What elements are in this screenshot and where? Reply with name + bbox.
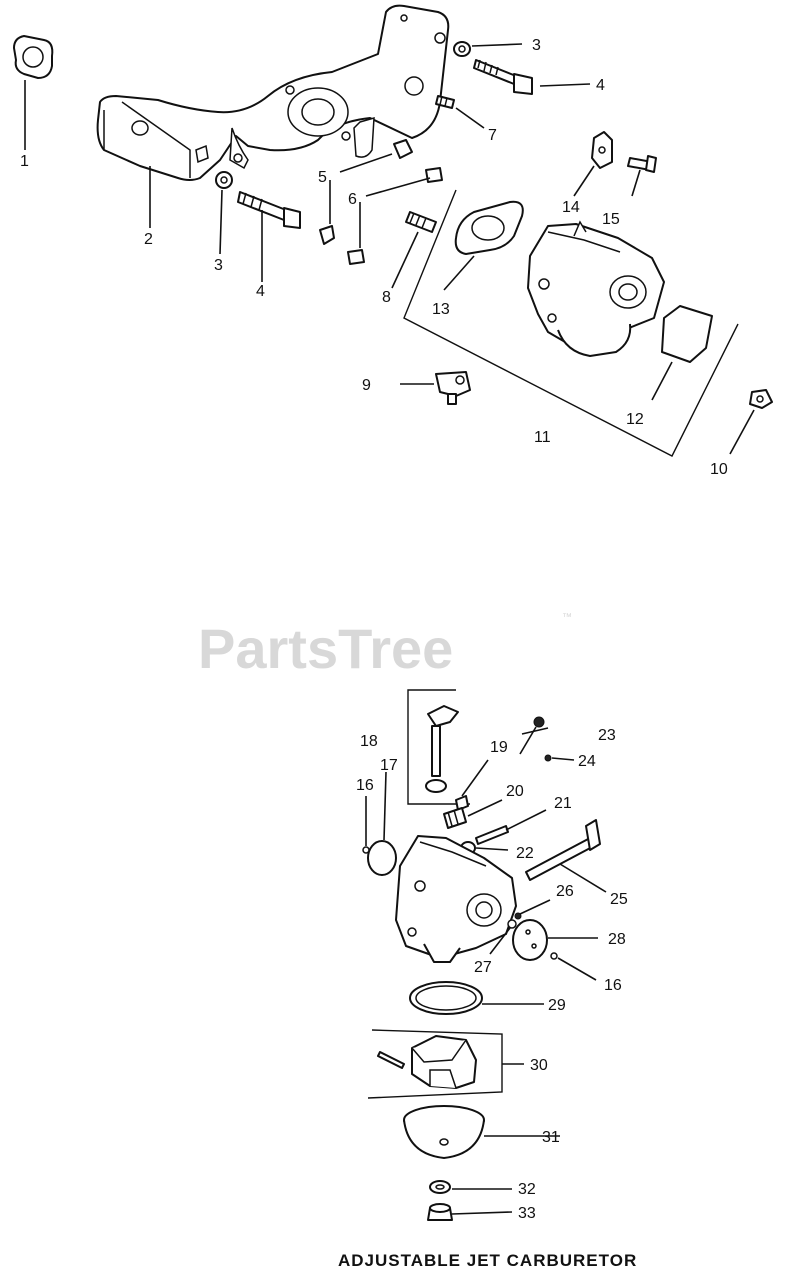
callout-1: 1: [20, 153, 29, 170]
callout-31: 31: [542, 1129, 560, 1146]
part-31-float-bowl: [403, 1105, 485, 1159]
carburetor-top: [527, 220, 665, 357]
part-9-fitting: [435, 371, 471, 405]
part-32-washer: [429, 1180, 451, 1194]
part-15-screw: [627, 155, 657, 173]
callout-11: 11: [534, 429, 551, 446]
part-8-stud: [405, 211, 437, 233]
part-4-bolt-upper: [473, 59, 533, 95]
part-11-group-bracket: [403, 189, 739, 457]
callout-12: 12: [626, 411, 644, 428]
part-7-stud: [435, 95, 455, 109]
callout-5: 5: [318, 169, 327, 186]
part-18-group-bracket: [407, 689, 470, 805]
part-16-screw-left: [362, 846, 370, 854]
callout-4-lower: 4: [256, 283, 265, 300]
callout-8: 8: [382, 289, 391, 306]
part-17-plate: [367, 840, 397, 876]
part-29-gasket-ring: [409, 981, 483, 1015]
callout-18: 18: [360, 733, 378, 750]
callout-33: 33: [518, 1205, 536, 1222]
callout-20: 20: [506, 783, 524, 800]
callout-32: 32: [518, 1181, 536, 1198]
part-4-bolt-lower: [237, 191, 301, 229]
callout-16-right: 16: [604, 977, 622, 994]
callout-24: 24: [578, 753, 596, 770]
callout-3-upper: 3: [532, 37, 541, 54]
part-5-bracket: [319, 139, 413, 245]
part-14-clip: [591, 131, 613, 169]
part-6-screw: [347, 167, 443, 265]
part-28-throttle-plate: [512, 919, 548, 961]
callout-15: 15: [602, 211, 620, 228]
callout-2: 2: [144, 231, 153, 248]
callout-23: 23: [598, 727, 616, 744]
part-2-intake-manifold: [96, 4, 450, 181]
callout-7: 7: [488, 127, 497, 144]
callout-9: 9: [362, 377, 371, 394]
part-33-bowl-nut: [427, 1203, 453, 1221]
callout-22: 22: [516, 845, 534, 862]
part-26-washer: [514, 912, 522, 920]
callout-4-upper: 4: [596, 77, 605, 94]
callout-14: 14: [562, 199, 580, 216]
part-12-gasket: [661, 305, 713, 363]
callout-25: 25: [610, 891, 628, 908]
part-20-spring: [443, 807, 467, 829]
part-30-float: [377, 1035, 477, 1089]
part-24-spring: [544, 754, 552, 762]
leaders-lower: [365, 727, 607, 1215]
part-19-seat: [455, 795, 469, 811]
part-27-spring: [507, 919, 517, 929]
callout-30: 30: [530, 1057, 548, 1074]
callout-16-left: 16: [356, 777, 374, 794]
leaders-top: [24, 43, 755, 455]
callout-6: 6: [348, 191, 357, 208]
callout-29: 29: [548, 997, 566, 1014]
part-21-pin: [475, 825, 509, 845]
part-13-gasket: [454, 200, 524, 255]
part-3-washer-upper: [453, 41, 471, 57]
watermark: PartsTree: [198, 617, 453, 680]
callout-13: 13: [432, 301, 450, 318]
callout-21: 21: [554, 795, 572, 812]
part-30-group-bracket: [367, 1029, 503, 1099]
part-18-needle-valve: [425, 705, 459, 793]
callout-17: 17: [380, 757, 398, 774]
callout-26: 26: [556, 883, 574, 900]
part-10-nut: [749, 389, 773, 409]
part-25-throttle-shaft: [525, 819, 601, 881]
carburetor-body: [395, 835, 517, 963]
callout-19: 19: [490, 739, 508, 756]
callout-10: 10: [710, 461, 728, 478]
part-23-screw: [519, 716, 545, 755]
callout-labels: 1 2 3 4 3 4 7 5 6 8 13 9 11 12 10 14 15 …: [20, 37, 728, 1222]
part-1-gasket: [13, 35, 54, 79]
callout-28: 28: [608, 931, 626, 948]
diagram-caption: ADJUSTABLE JET CARBURETOR: [338, 1251, 637, 1270]
part-3-washer-lower: [215, 171, 233, 189]
part-16-screw-right: [550, 952, 558, 960]
watermark-trademark: ™: [562, 612, 572, 623]
callout-27: 27: [474, 959, 492, 976]
callout-3-lower: 3: [214, 257, 223, 274]
